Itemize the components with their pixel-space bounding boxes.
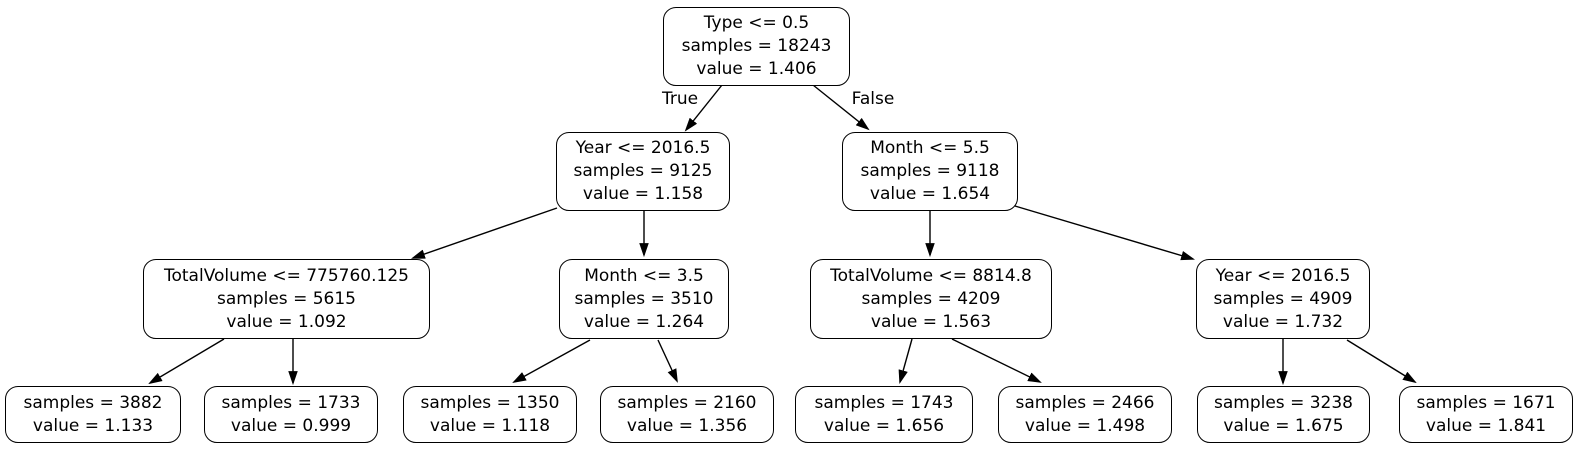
node-condition: TotalVolume <= 775760.125	[164, 265, 409, 286]
tree-leaf-lrr: samples = 2160 value = 1.356	[600, 386, 774, 443]
tree-node-r: Month <= 5.5 samples = 9118 value = 1.65…	[842, 132, 1018, 211]
node-samples: samples = 2466	[1015, 392, 1155, 413]
edge-label-false: False	[851, 89, 895, 109]
edge-ll-to-lll	[148, 338, 225, 385]
node-samples: samples = 1733	[221, 392, 361, 413]
tree-leaf-rrr: samples = 1671 value = 1.841	[1399, 386, 1573, 443]
node-samples: samples = 9125	[573, 161, 713, 181]
node-condition: Month <= 3.5	[584, 265, 704, 286]
tree-leaf-lrl: samples = 1350 value = 1.118	[403, 386, 577, 443]
tree-leaf-lll: samples = 3882 value = 1.133	[5, 386, 181, 443]
node-value: value = 1.675	[1223, 415, 1344, 436]
node-samples: samples = 1743	[814, 392, 954, 413]
node-samples: samples = 4209	[861, 288, 1001, 309]
tree-node-lr: Month <= 3.5 samples = 3510 value = 1.26…	[559, 259, 729, 339]
node-value: value = 0.999	[230, 415, 352, 436]
edge-rl-to-rlr	[951, 338, 1042, 383]
node-value: value = 1.654	[869, 184, 991, 204]
node-value: value = 1.092	[226, 311, 347, 332]
node-condition: TotalVolume <= 8814.8	[830, 265, 1032, 286]
node-value: value = 1.264	[583, 311, 705, 332]
node-value: value = 1.563	[870, 311, 992, 332]
tree-node-rl: TotalVolume <= 8814.8 samples = 4209 val…	[810, 259, 1052, 339]
tree-leaf-rlr: samples = 2466 value = 1.498	[998, 386, 1172, 443]
edge-label-true: True	[661, 89, 699, 109]
tree-node-root: Type <= 0.5 samples = 18243 value = 1.40…	[663, 7, 850, 86]
node-condition: Year <= 2016.5	[575, 138, 711, 158]
edge-lr-to-lrl	[512, 339, 591, 384]
node-samples: samples = 3238	[1214, 392, 1353, 413]
node-condition: Month <= 5.5	[870, 138, 990, 158]
tree-leaf-rll: samples = 1743 value = 1.656	[795, 386, 973, 443]
node-value: value = 1.406	[696, 59, 817, 79]
node-value: value = 1.356	[626, 415, 748, 436]
node-value: value = 1.656	[823, 415, 945, 436]
edge-lr-to-lrr	[657, 339, 678, 383]
node-samples: samples = 1350	[420, 392, 560, 413]
node-value: value = 1.158	[582, 184, 704, 204]
node-samples: samples = 2160	[617, 392, 757, 413]
node-samples: samples = 3510	[574, 288, 714, 309]
node-condition: Type <= 0.5	[703, 13, 810, 33]
edge-r-to-rr	[1014, 205, 1196, 261]
edge-l-to-ll	[411, 207, 558, 259]
node-samples: samples = 9118	[860, 161, 1000, 181]
node-value: value = 1.498	[1024, 415, 1146, 436]
node-samples: samples = 1671	[1416, 392, 1556, 413]
tree-leaf-rrl: samples = 3238 value = 1.675	[1197, 386, 1370, 443]
edge-root-to-left	[684, 84, 723, 132]
node-samples: samples = 5615	[217, 288, 356, 309]
node-value: value = 1.118	[429, 415, 551, 436]
edge-root-to-right	[812, 84, 870, 131]
tree-node-rr: Year <= 2016.5 samples = 4909 value = 1.…	[1196, 259, 1370, 339]
tree-node-ll: TotalVolume <= 775760.125 samples = 5615…	[143, 259, 430, 339]
node-value: value = 1.732	[1222, 311, 1344, 332]
edge-rl-to-rll	[898, 338, 913, 385]
node-samples: samples = 18243	[681, 36, 832, 56]
node-samples: samples = 3882	[23, 392, 163, 413]
tree-node-l: Year <= 2016.5 samples = 9125 value = 1.…	[556, 132, 730, 211]
node-value: value = 1.841	[1425, 415, 1547, 436]
edge-rr-to-rrr	[1346, 339, 1417, 384]
node-value: value = 1.133	[32, 415, 154, 436]
tree-leaf-llr: samples = 1733 value = 0.999	[204, 386, 378, 443]
node-condition: Year <= 2016.5	[1215, 265, 1351, 286]
node-samples: samples = 4909	[1213, 288, 1353, 309]
